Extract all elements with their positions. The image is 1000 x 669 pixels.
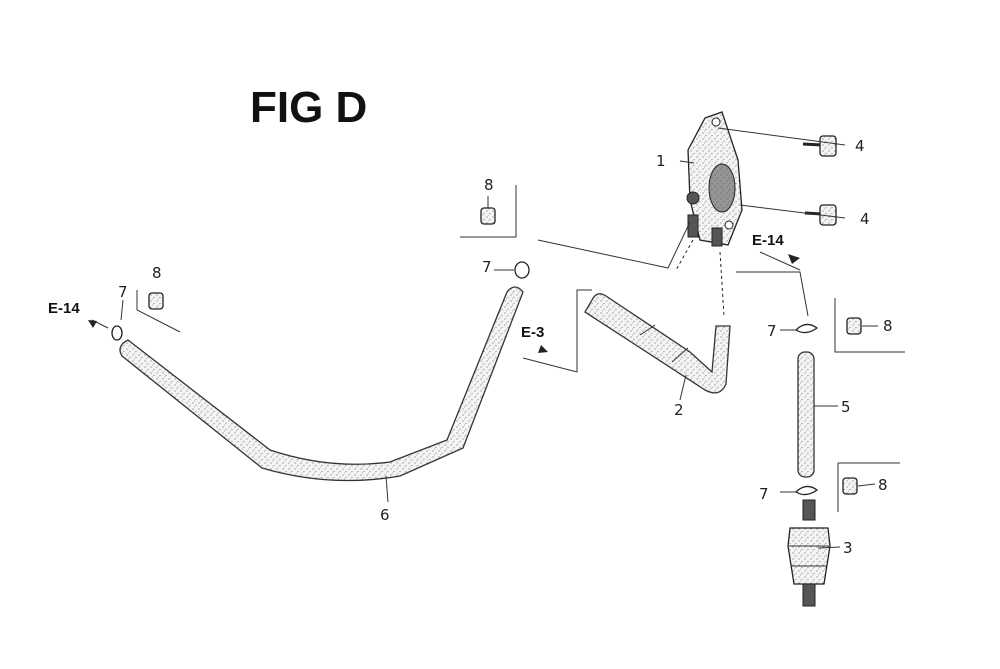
callout-8-upper: 8 bbox=[484, 176, 494, 194]
callout-4-lower: 4 bbox=[860, 210, 870, 228]
clamp-8-upper bbox=[480, 207, 496, 225]
hose-6 bbox=[119, 286, 524, 482]
ref-e14-right: E-14 bbox=[752, 232, 784, 249]
figure-title: FIG D bbox=[250, 83, 367, 132]
hose-5 bbox=[797, 351, 815, 478]
callout-8-right-upper: 8 bbox=[883, 317, 893, 335]
clamp-8-right-lower bbox=[842, 477, 858, 495]
clip-7-right-upper bbox=[794, 323, 819, 334]
clip-7-right-lower bbox=[794, 485, 819, 496]
arrow-e3 bbox=[538, 345, 548, 353]
callout-7-right-upper: 7 bbox=[767, 322, 777, 340]
clamp-8-left bbox=[148, 292, 164, 310]
callout-2: 2 bbox=[674, 401, 684, 419]
fuel-pump bbox=[686, 111, 743, 247]
fuel-filter bbox=[787, 499, 831, 607]
callout-3: 3 bbox=[843, 539, 853, 557]
ref-e14-left: E-14 bbox=[48, 300, 80, 317]
callout-7-right-lower: 7 bbox=[759, 485, 769, 503]
callout-4-upper: 4 bbox=[855, 137, 865, 155]
clamp-8-right-upper bbox=[846, 317, 862, 335]
arrow-e14-right bbox=[788, 254, 800, 264]
callout-8-left: 8 bbox=[152, 264, 162, 282]
ref-e3: E-3 bbox=[521, 324, 544, 341]
callout-7-left: 7 bbox=[118, 283, 128, 301]
callout-6: 6 bbox=[380, 506, 390, 524]
bolt-4-upper bbox=[802, 135, 837, 157]
clip-7-left bbox=[111, 325, 123, 341]
callout-1: 1 bbox=[656, 152, 666, 170]
arrow-e14-left bbox=[88, 320, 97, 328]
hose-2 bbox=[584, 293, 731, 394]
callout-8-right-lower: 8 bbox=[878, 476, 888, 494]
clip-7-upper bbox=[514, 261, 530, 279]
callout-5: 5 bbox=[841, 398, 851, 416]
callout-7-upper: 7 bbox=[482, 258, 492, 276]
